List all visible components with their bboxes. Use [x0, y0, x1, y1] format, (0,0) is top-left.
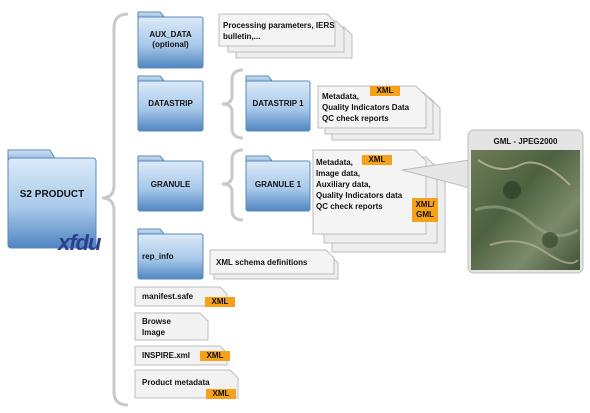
- aux-data-folder-icon: [137, 11, 204, 69]
- granule-xml-tag: XML: [362, 155, 392, 165]
- root-label: S2 PRODUCT: [19, 189, 85, 200]
- rep-info-folder-icon: [137, 228, 204, 280]
- rep-doc-icon: [209, 249, 339, 280]
- rep-info-label: rep_info: [142, 252, 174, 261]
- granule-doc-text: Metadata, Image data, Auxiliary data, Qu…: [316, 158, 403, 211]
- granule-xml-gml-tag: XML/ GML: [412, 198, 438, 222]
- datastrip-doc-text: Metadata, Quality Indicators Data QC che…: [322, 92, 410, 123]
- bottom-docs-icons: [134, 286, 239, 399]
- browse-label: Browse Image: [142, 317, 171, 337]
- xfdu-logo: xfdu: [58, 230, 101, 255]
- inspire-xml-tag: XML: [200, 351, 230, 361]
- gml-callout-title: GML - JPEG2000: [493, 137, 558, 146]
- satellite-image: [471, 150, 580, 270]
- product-metadata-label: Product metadata: [142, 378, 210, 387]
- aux-doc-stack-icon: [218, 13, 353, 59]
- granule-folder-icon: [137, 155, 204, 212]
- granule1-label: GRANULE 1: [254, 180, 302, 189]
- s2-product-folder-icon: [7, 149, 97, 249]
- inspire-label: INSPIRE.xml: [142, 351, 191, 360]
- granule-doc-stack-icon: [312, 149, 446, 253]
- product-metadata-xml-tag: XML: [206, 389, 236, 399]
- granule1-folder-icon: [245, 155, 311, 212]
- gml-callout: [401, 129, 584, 274]
- datastrip1-label: DATASTRIP 1: [252, 99, 304, 108]
- connector-lines: [101, 12, 244, 407]
- datastrip-folder-icon: [137, 75, 204, 132]
- granule-label: GRANULE: [150, 180, 191, 189]
- manifest-xml-tag: XML: [205, 297, 235, 307]
- datastrip-label: DATASTRIP: [148, 99, 193, 108]
- datastrip-doc-stack-icon: [317, 85, 441, 141]
- aux-data-label: AUX_DATA (optional): [149, 30, 192, 49]
- datastrip1-folder-icon: [245, 75, 311, 132]
- manifest-label: manifest.safe: [142, 292, 194, 301]
- datastrip-xml-tag: XML: [370, 86, 400, 96]
- aux-doc-text: Processing parameters, IERS bulletin,...: [223, 21, 335, 41]
- rep-doc-text: XML schema definitions: [216, 258, 308, 267]
